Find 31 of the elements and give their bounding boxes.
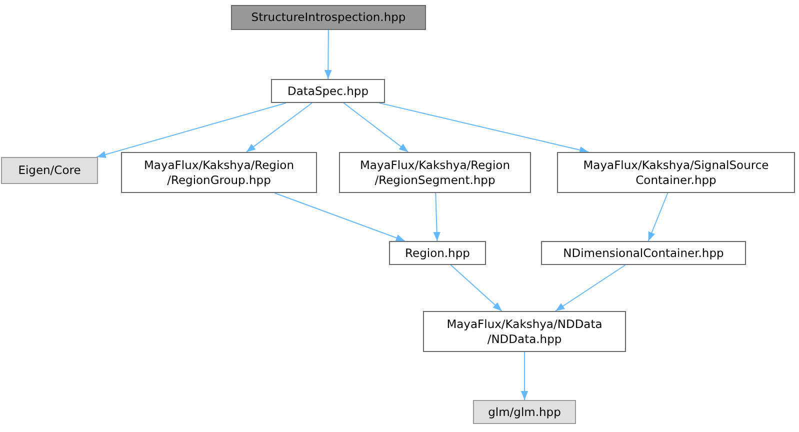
- arrow: [520, 352, 528, 400]
- arrow: [96, 102, 286, 158]
- file-box: [389, 241, 486, 265]
- file-name: StructureIntrospection.hpp: [251, 10, 406, 25]
- file-name: DataSpec.hpp: [288, 84, 368, 98]
- file-box: [121, 152, 317, 193]
- file-box: [231, 5, 426, 30]
- arrow: [343, 102, 409, 152]
- arrow: [378, 102, 589, 154]
- file-box: [1, 157, 98, 184]
- file-name: MayaFlux/Kakshya/Region /RegionSegment.hpp: [358, 158, 512, 188]
- file-box: [541, 241, 746, 265]
- file-name: Eigen/Core: [18, 163, 81, 178]
- file-box: [339, 152, 531, 193]
- arrow: [648, 192, 668, 242]
- file-name: MayaFlux/Kakshya/SignalSource Container.hpp: [582, 158, 770, 188]
- file-box: [423, 311, 626, 352]
- arrow: [433, 192, 440, 242]
- file-box: [473, 400, 576, 424]
- arrow: [324, 30, 332, 80]
- arrow: [450, 264, 502, 312]
- file-name: MayaFlux/Kakshya/Region /RegionGroup.hpp: [142, 158, 296, 188]
- file-box: [271, 79, 385, 103]
- file-name: glm/glm.hpp: [488, 404, 561, 420]
- file-name: NDimensionalContainer.hpp: [563, 246, 724, 260]
- file-name: Region.hpp: [405, 246, 470, 260]
- file-name: MayaFlux/Kakshya/NDData /NDData.hpp: [446, 316, 604, 346]
- arrow: [555, 264, 626, 312]
- arrow: [274, 192, 406, 242]
- arrow: [246, 102, 312, 152]
- file-box: [557, 152, 795, 193]
